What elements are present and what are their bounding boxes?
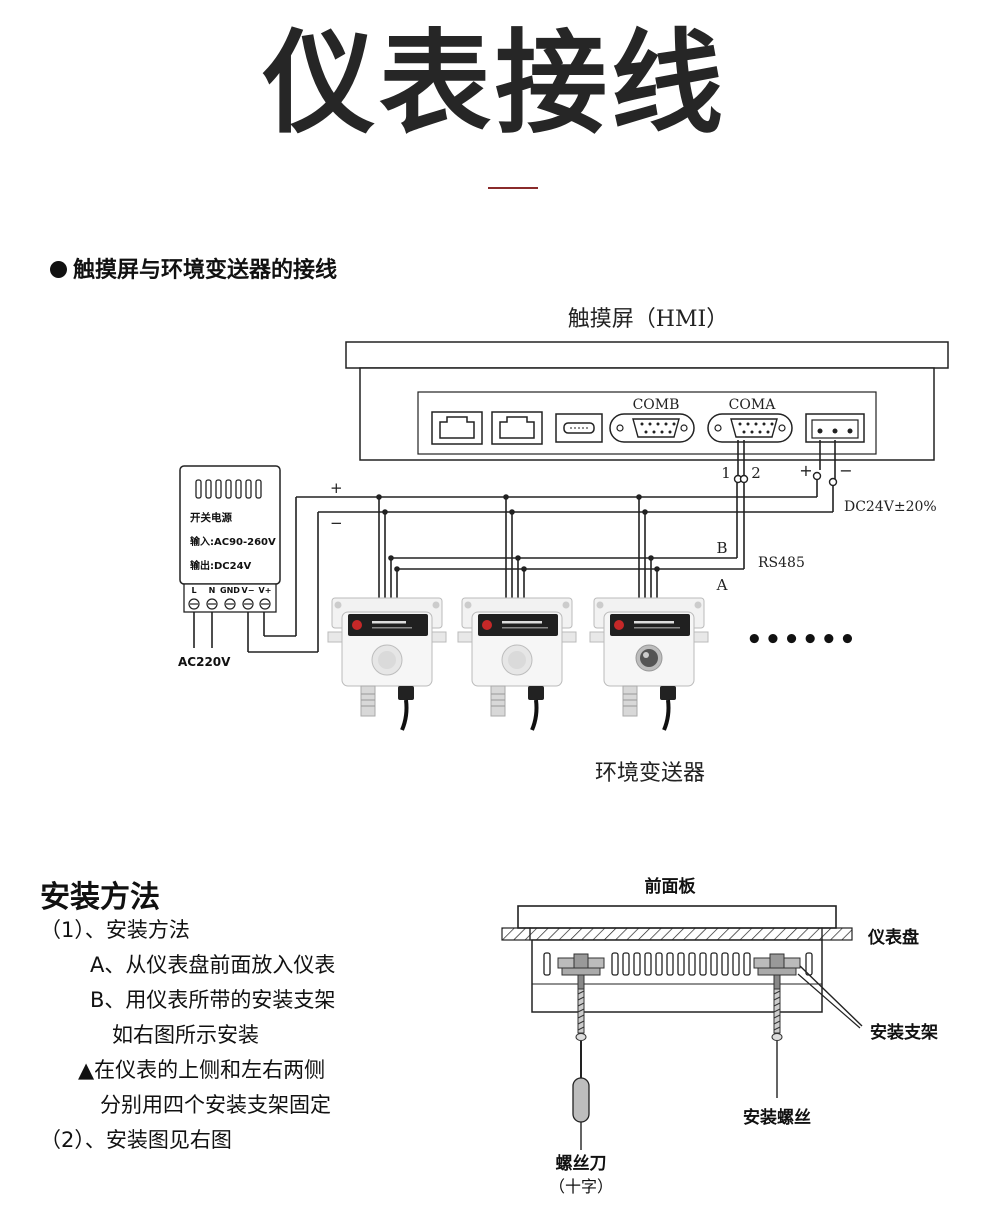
db9-port-comb-icon bbox=[609, 413, 695, 443]
wiring-lines bbox=[193, 440, 836, 653]
dc-spec-label: DC24V±20% bbox=[844, 499, 937, 515]
meter-panel-left bbox=[501, 927, 531, 941]
power-terminal-icon bbox=[805, 413, 865, 443]
coma-label: COMA bbox=[729, 397, 777, 413]
section-heading: 触摸屏与环境变送器的接线 bbox=[50, 252, 337, 284]
ethernet-port-icon bbox=[491, 411, 543, 445]
vent-slots-icon bbox=[195, 479, 262, 499]
terminal-l-label: L bbox=[191, 586, 196, 595]
section-heading-text: 触摸屏与环境变送器的接线 bbox=[73, 258, 338, 283]
install-note-cont: 分别用四个安装支架固定 bbox=[100, 1093, 331, 1117]
transmitter-device-3 bbox=[589, 597, 709, 731]
terminal-vminus-label: V− bbox=[242, 586, 255, 595]
bus-a-label: A bbox=[716, 576, 728, 594]
rs485-label: RS485 bbox=[758, 555, 805, 571]
hmi-unit: COMB COMA bbox=[345, 341, 949, 461]
supply-minus-label: − bbox=[330, 514, 343, 532]
transmitter-device-1 bbox=[327, 597, 447, 731]
ac220v-label: AC220V bbox=[178, 655, 231, 669]
screw-right-icon bbox=[771, 988, 783, 1041]
pin-1-label: 1 bbox=[721, 464, 731, 482]
power-supply-input: 输入:AC90-260V bbox=[190, 535, 276, 548]
terminal-n-label: N bbox=[209, 586, 216, 595]
comb-label: COMB bbox=[633, 397, 680, 413]
bracket-label: 安装支架 bbox=[870, 1022, 938, 1043]
title-divider bbox=[488, 187, 538, 189]
terminal-gnd-label: GND bbox=[220, 586, 240, 595]
page-title: 仪表接线 bbox=[263, 19, 727, 149]
power-supply-name: 开关电源 bbox=[190, 511, 232, 524]
install-step-1b-cont: 如右图所示安装 bbox=[112, 1023, 259, 1047]
bullet-icon bbox=[50, 261, 67, 278]
bus-b-label: B bbox=[716, 539, 727, 557]
bracket-left-icon bbox=[557, 953, 605, 990]
power-supply-unit: 开关电源 输入:AC90-260V 输出:DC24V L N GND V− V+ bbox=[179, 465, 281, 613]
install-step-1b: B、用仪表所带的安装支架 bbox=[90, 988, 336, 1012]
hmi-plus-label: + bbox=[799, 461, 812, 480]
housing-vents-icon bbox=[543, 952, 813, 976]
front-panel bbox=[517, 905, 837, 929]
bracket-right-icon bbox=[753, 953, 801, 990]
screw-left-icon bbox=[575, 988, 587, 1041]
install-heading: 安装方法 bbox=[40, 880, 160, 915]
screwdriver-type-label: （十字） bbox=[549, 1177, 613, 1196]
pin-2-label: 2 bbox=[751, 464, 761, 482]
db9-port-coma-icon bbox=[707, 413, 793, 443]
install-step-2: （2）、安装图见右图 bbox=[40, 1128, 232, 1152]
transmitter-device-2 bbox=[457, 597, 577, 731]
screw-label: 安装螺丝 bbox=[743, 1107, 811, 1128]
meter-panel bbox=[529, 927, 823, 941]
supply-plus-label: + bbox=[330, 479, 343, 497]
ethernet-port-icon bbox=[431, 411, 483, 445]
front-panel-label: 前面板 bbox=[645, 876, 697, 897]
install-step-1: （1）、安装方法 bbox=[40, 918, 190, 942]
terminal-circles bbox=[733, 471, 838, 487]
install-step-1a: A、从仪表盘前面放入仪表 bbox=[90, 953, 336, 977]
screwdriver-label: 螺丝刀 bbox=[556, 1153, 607, 1174]
terminal-vplus-label: V+ bbox=[259, 586, 272, 595]
wiring-diagram: 触摸屏（HMI） COMB bbox=[178, 307, 949, 786]
meter-panel-right bbox=[821, 927, 853, 941]
meter-panel-label: 仪表盘 bbox=[867, 927, 919, 948]
hmi-minus-label: − bbox=[839, 461, 852, 480]
junction-dots bbox=[376, 494, 660, 572]
hmi-caption: 触摸屏（HMI） bbox=[568, 307, 728, 332]
screwdriver-icon bbox=[572, 1041, 590, 1150]
power-supply-output: 输出:DC24V bbox=[190, 559, 252, 572]
transmitters-caption: 环境变送器 bbox=[595, 761, 705, 786]
install-diagram: 前面板 仪表盘 bbox=[501, 876, 938, 1196]
install-note: ▲在仪表的上侧和左右两侧 bbox=[78, 1058, 326, 1082]
more-devices-ellipsis: •••••• bbox=[746, 625, 858, 655]
usb-port-icon bbox=[555, 413, 603, 443]
